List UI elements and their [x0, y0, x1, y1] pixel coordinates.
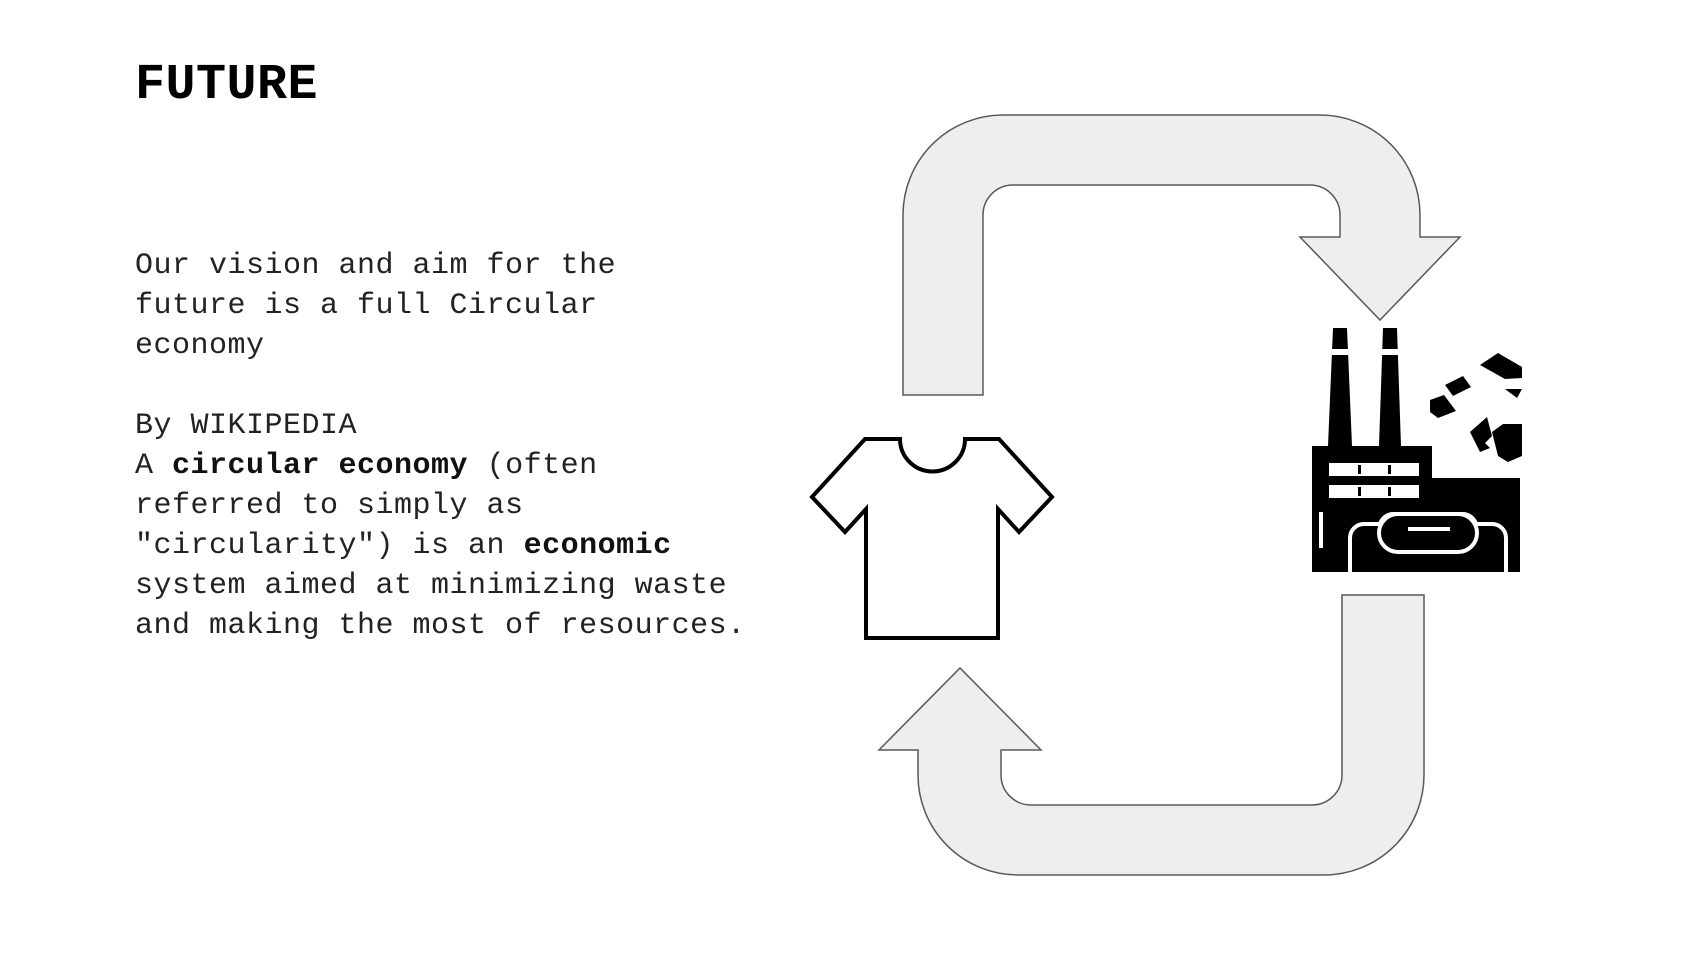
vision-line-3: economy: [135, 329, 265, 363]
vision-line-2: future is a full Circular: [135, 289, 598, 323]
definition-prefix: A: [135, 449, 173, 483]
term-economic: economic: [523, 529, 672, 563]
definition-part-2: (often referred to simply as "circularit…: [135, 449, 598, 563]
top-cycle-arrow: [902, 114, 1462, 396]
paragraph-spacer: [135, 366, 755, 406]
term-circular-economy: circular economy: [172, 449, 469, 483]
body-text: Our vision and aim for the future is a f…: [135, 246, 755, 646]
definition-part-3: system aimed at minimizing waste and mak…: [135, 569, 746, 643]
definition-text: A circular economy (often referred to si…: [135, 446, 755, 646]
recycling-factory-icon: [1312, 328, 1522, 572]
bottom-cycle-arrow: [877, 594, 1425, 876]
source-credit: By WIKIPEDIA: [135, 409, 358, 443]
circular-economy-diagram: [809, 114, 1522, 876]
t-shirt-icon: [809, 437, 1055, 640]
page-title: FUTURE: [135, 57, 319, 114]
vision-line-1: Our vision and aim for the: [135, 249, 617, 283]
